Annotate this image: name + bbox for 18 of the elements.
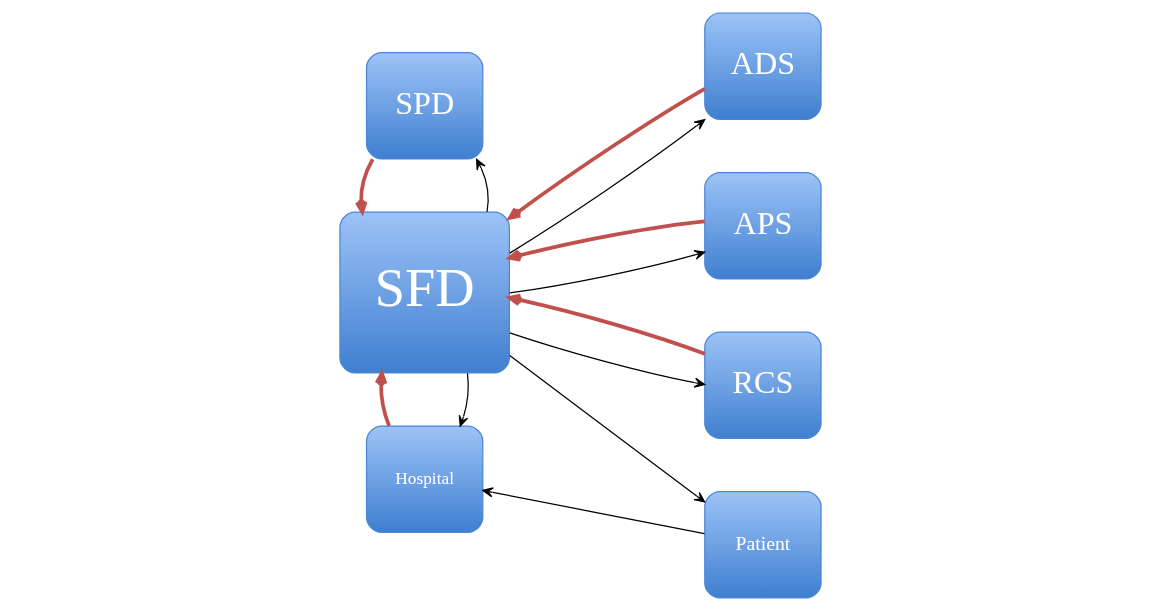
arrow [507, 219, 705, 262]
node-box: APS [704, 171, 822, 280]
node-box: SFD [339, 211, 510, 374]
arrow [507, 293, 706, 356]
arrow [458, 372, 469, 427]
node-box: Patient [704, 491, 822, 599]
arrow [509, 119, 706, 254]
arrow [507, 87, 706, 220]
arrow [374, 371, 391, 427]
node-box: Hospital [365, 425, 484, 534]
arrow [476, 158, 489, 213]
node-box: ADS [704, 12, 822, 120]
node-box: SPD [365, 51, 484, 160]
arrow [509, 354, 706, 503]
arrow [354, 158, 375, 214]
arrow [509, 332, 706, 388]
node-box: RCS [704, 331, 822, 440]
arrow [482, 487, 706, 535]
